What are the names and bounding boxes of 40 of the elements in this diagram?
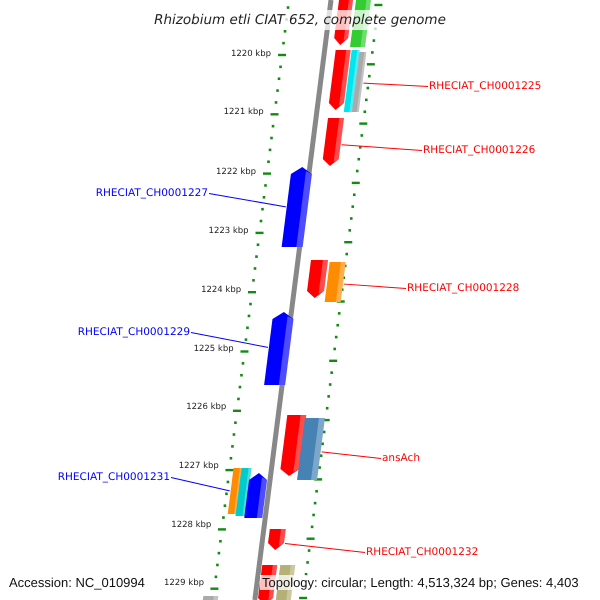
tick-label: 1226 kbp [186, 403, 226, 412]
leader-line [190, 332, 268, 348]
leader-line [170, 477, 230, 492]
gene-pentagon [282, 167, 312, 247]
gene-bar [324, 262, 346, 302]
gene-bar [202, 596, 218, 600]
leader-line [284, 543, 366, 553]
leader-line [362, 82, 428, 87]
gene-label: RHECIAT_CH0001229 [78, 327, 190, 338]
leader-line [208, 193, 286, 208]
tick-label: 1225 kbp [194, 345, 234, 354]
gene-label: RHECIAT_CH0001232 [366, 547, 478, 558]
tick-label: 1224 kbp [201, 286, 242, 294]
tick-label: 1221 kbp [224, 108, 264, 116]
gene-pentagon [268, 529, 286, 550]
gene-label: ansAch [382, 453, 420, 464]
gene-bar [297, 418, 325, 480]
tick-label: 1229 kbp [164, 579, 204, 588]
tick-label: 1222 kbp [216, 168, 256, 176]
gene-label: RHECIAT_CH0001231 [58, 472, 170, 482]
gene-bar [352, 52, 366, 112]
leader-line [321, 451, 382, 459]
gene-label: RHECIAT_CH0001225 [429, 81, 542, 92]
gene-pentagon [244, 473, 268, 518]
tick-label: 1227 kbp [178, 462, 219, 470]
gene-label: RHECIAT_CH0001228 [407, 283, 520, 294]
gene-pentagon [307, 260, 328, 298]
leader-line [341, 144, 422, 151]
gene-pentagon [328, 50, 351, 110]
gene-label: RHECIAT_CH0001227 [96, 188, 208, 198]
gene-pentagon [280, 415, 306, 476]
leader-line [343, 284, 406, 289]
tick-label: 1223 kbp [208, 227, 249, 236]
gene-bar [344, 50, 360, 112]
gene-pentagon [322, 118, 344, 166]
tick-label: 1228 kbp [171, 521, 212, 530]
tick-label: 1220 kbp [230, 50, 272, 58]
gene-label: RHECIAT_CH0001226 [423, 145, 536, 156]
gene-pentagon [264, 312, 294, 385]
accession-text: Accession: NC_010994 [9, 576, 145, 589]
